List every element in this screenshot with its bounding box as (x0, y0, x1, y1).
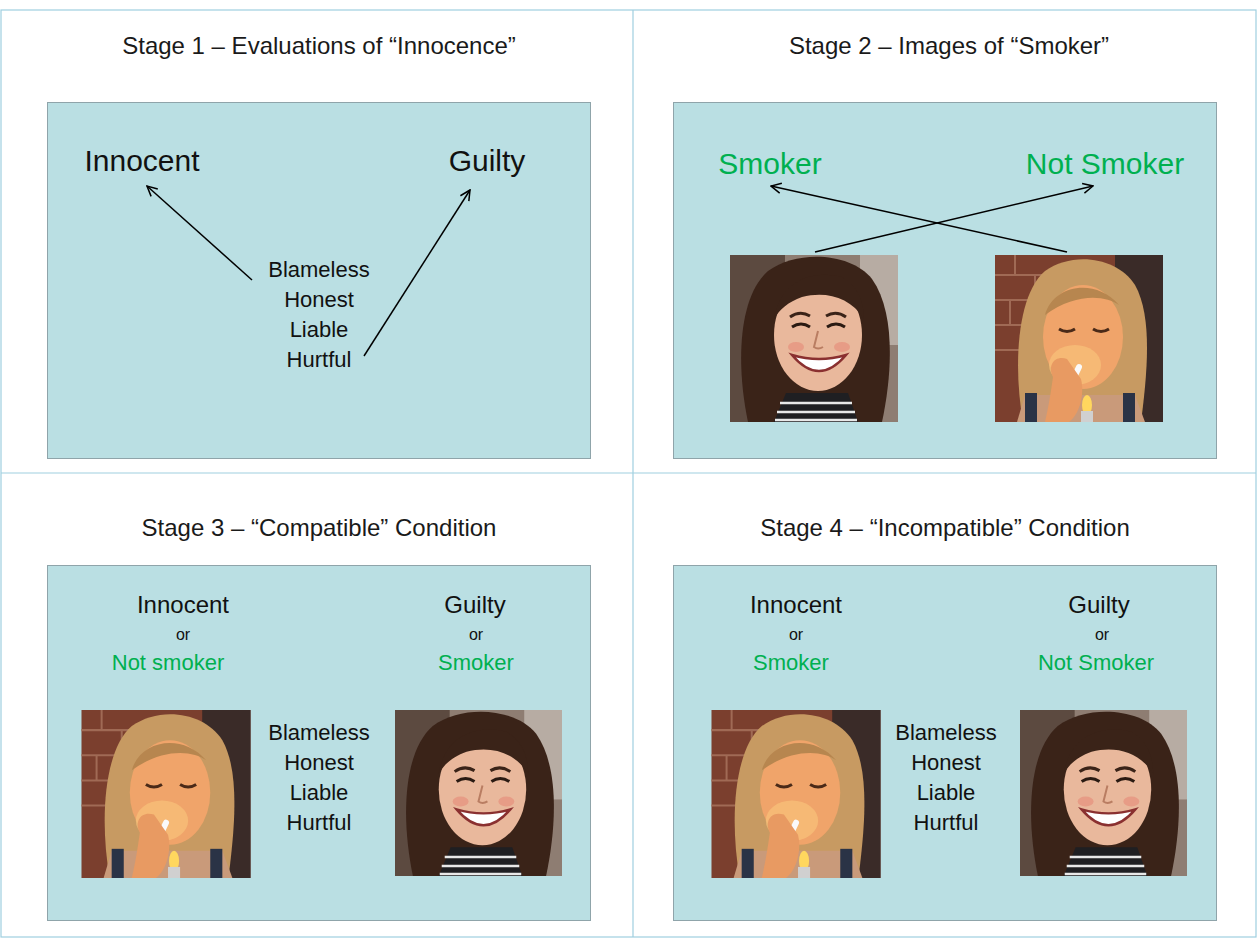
grid-line (1, 472, 1256, 473)
category-label: Not Smoker (1038, 650, 1154, 675)
connector-word: or (469, 626, 483, 644)
category-label: Guilty (1068, 591, 1129, 619)
category-label: Not smoker (112, 650, 224, 675)
smoking-photo (81, 710, 250, 878)
word-list: Blameless Honest Liable Hurtful (895, 718, 996, 838)
grid-frame (1, 10, 1256, 937)
category-label: Not Smoker (1026, 147, 1184, 182)
arrow (771, 186, 1067, 252)
smiling-photo (395, 710, 562, 876)
connector-word: or (1095, 626, 1109, 644)
stage-1-arrows (147, 186, 470, 356)
stage-box: Stage 4 – “Incompatible” ConditionInnoce… (673, 565, 1217, 921)
smoking-photo (711, 710, 880, 878)
arrow (147, 186, 252, 280)
stage-box: Stage 2 – Images of “Smoker”SmokerNot Sm… (673, 102, 1217, 459)
category-label: Innocent (84, 144, 199, 179)
stage-heading: Stage 4 – “Incompatible” Condition (760, 514, 1130, 542)
smiling-photo (1020, 710, 1187, 876)
stage-heading: Stage 2 – Images of “Smoker” (789, 32, 1109, 60)
connector-word: or (176, 626, 190, 644)
category-label: Guilty (444, 591, 505, 619)
category-label: Smoker (438, 650, 514, 675)
panel-grid (1, 10, 1256, 937)
category-label: Guilty (449, 144, 526, 179)
category-label: Smoker (753, 650, 829, 675)
stage-box: Stage 1 – Evaluations of “Innocence”Inno… (47, 102, 591, 459)
word-list: Blameless Honest Liable Hurtful (268, 718, 369, 838)
category-label: Smoker (718, 147, 821, 182)
stage-2-arrows (771, 186, 1093, 252)
category-label: Innocent (750, 591, 842, 619)
category-label: Innocent (137, 591, 229, 619)
smoking-photo (995, 255, 1163, 422)
connector-word: or (789, 626, 803, 644)
word-list: Blameless Honest Liable Hurtful (268, 255, 369, 375)
stage-heading: Stage 3 – “Compatible” Condition (142, 514, 497, 542)
arrow (364, 190, 470, 356)
smiling-photo (730, 255, 898, 422)
grid-line (632, 10, 633, 937)
arrow (815, 186, 1093, 252)
stage-box: Stage 3 – “Compatible” ConditionInnocent… (47, 565, 591, 921)
stage-heading: Stage 1 – Evaluations of “Innocence” (122, 32, 516, 60)
